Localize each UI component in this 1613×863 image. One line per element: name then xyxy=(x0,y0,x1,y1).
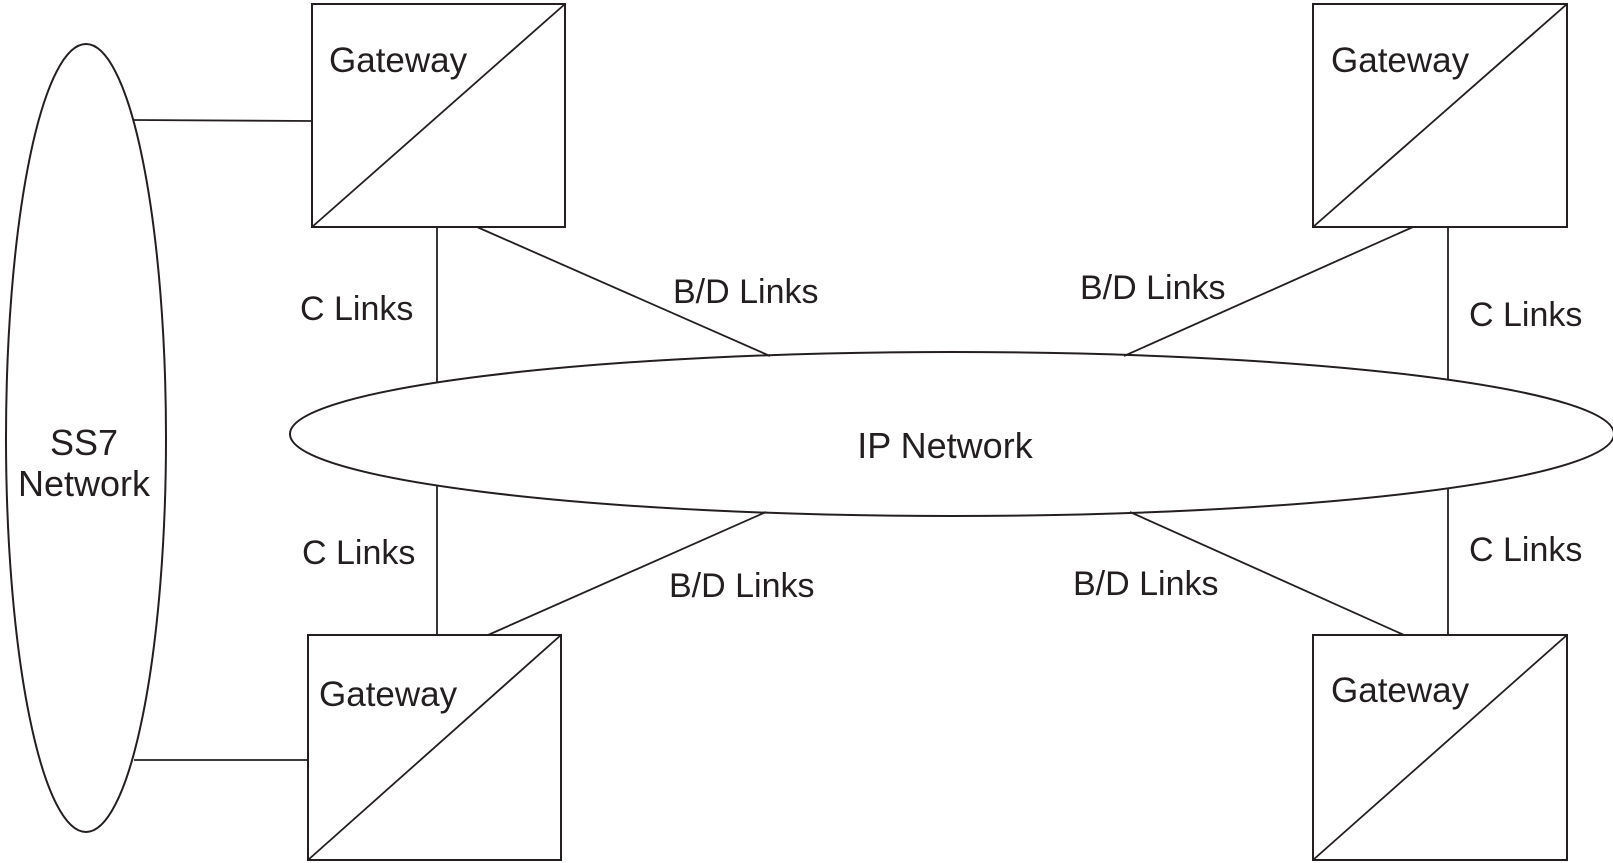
gateway-box xyxy=(307,634,562,861)
c-links-label-bottom-right: C Links xyxy=(1469,531,1582,569)
gateway-top-left: Gateway xyxy=(311,3,566,228)
gateway-label: Gateway xyxy=(329,41,468,80)
c-links-label-top-left: C Links xyxy=(300,290,413,328)
bd-link-bottom-left xyxy=(487,511,767,636)
ip-network-ellipse xyxy=(289,351,1613,517)
gateway-diagonal xyxy=(311,3,566,228)
ss7-link-top-left xyxy=(133,119,313,122)
ss7-network: SS7 Network xyxy=(5,43,167,833)
c-links-label-bottom-left: C Links xyxy=(302,534,415,572)
gateway-diagonal xyxy=(1312,3,1568,228)
gateway-label: Gateway xyxy=(1331,41,1470,80)
gateway-box xyxy=(1312,3,1568,228)
c-links-label-top-right: C Links xyxy=(1469,296,1582,334)
ss7-network-label-line2: Network xyxy=(18,463,151,504)
bd-links-label-bottom-left: B/D Links xyxy=(669,567,815,605)
bd-links-label-top-right: B/D Links xyxy=(1080,269,1226,307)
gateway-box xyxy=(1312,634,1568,861)
gateway-box xyxy=(311,3,566,228)
ip-network-label: IP Network xyxy=(857,425,1033,466)
gateway-top-right: Gateway xyxy=(1312,3,1568,228)
bd-links-label-top-left: B/D Links xyxy=(673,273,819,311)
gateway-diagonal xyxy=(307,634,562,861)
bd-link-top-right xyxy=(1123,226,1414,357)
gateway-label: Gateway xyxy=(319,675,458,714)
gateway-diagonal xyxy=(1312,634,1568,861)
bd-link-bottom-right xyxy=(1129,511,1405,636)
gateway-bottom-right: Gateway xyxy=(1312,634,1568,861)
bd-link-top-left xyxy=(476,226,771,357)
ss7-network-label-line1: SS7 xyxy=(50,422,118,463)
ss7-network-ellipse xyxy=(5,43,167,833)
gateway-bottom-left: Gateway xyxy=(307,634,562,861)
gateway-label: Gateway xyxy=(1331,671,1470,710)
ip-network: IP Network xyxy=(289,351,1613,517)
bd-links-label-bottom-right: B/D Links xyxy=(1073,565,1219,603)
